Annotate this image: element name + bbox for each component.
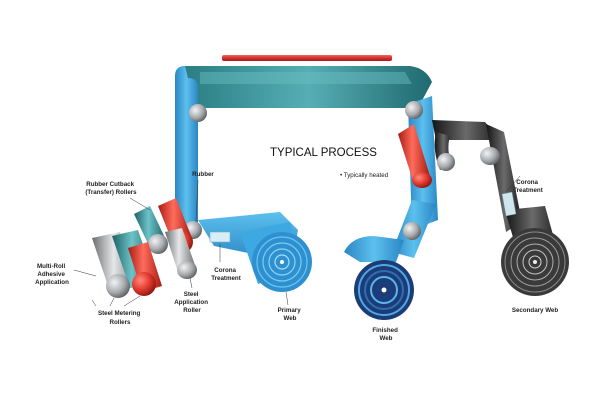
heated-roller-right <box>398 124 432 188</box>
web-top-highlight <box>200 72 412 84</box>
label-secondary-web: Secondary Web <box>512 307 559 314</box>
multi-roll-adhesive-unit <box>92 230 162 298</box>
label-rubber-cutback: Rubber Cutback (Transfer) Rollers <box>85 181 137 196</box>
corona-treatment-left-unit <box>209 231 231 243</box>
top-right-guide-roller <box>405 101 423 119</box>
dark-guide-roller-1 <box>437 153 455 171</box>
finished-web-wrap <box>344 236 404 262</box>
label-steel-application: Steel Application Roller <box>174 291 209 314</box>
steel-application-roller-end <box>177 261 197 279</box>
label-rubber: Rubber <box>192 171 214 178</box>
finished-web-roll <box>354 260 414 320</box>
heater-bar-top <box>222 55 392 61</box>
secondary-web-roll <box>501 206 569 296</box>
dark-guide-roller-2 <box>480 147 500 165</box>
diagram-title: TYPICAL PROCESS <box>270 147 377 159</box>
label-primary-web: Primary Web <box>278 307 303 322</box>
corona-treatment-right-unit <box>501 191 517 217</box>
web-top-span <box>185 66 432 108</box>
steel-application-roller <box>165 228 196 272</box>
label-multi-roll: Multi-Roll Adhesive Application <box>35 263 69 286</box>
label-finished-web: Finished Web <box>372 327 399 342</box>
leader-lines <box>73 175 521 307</box>
label-steel-metering: Steel Metering Rollers <box>98 310 142 326</box>
label-corona-right: Corona Treatment <box>513 179 543 194</box>
primary-web-roll <box>240 222 312 292</box>
typically-heated-note: • Typically heated <box>340 172 389 179</box>
secondary-web-top <box>432 120 500 140</box>
label-corona-left: Corona Treatment <box>211 267 241 282</box>
top-left-guide-roller <box>189 104 207 122</box>
finished-guide-roller <box>403 222 421 240</box>
